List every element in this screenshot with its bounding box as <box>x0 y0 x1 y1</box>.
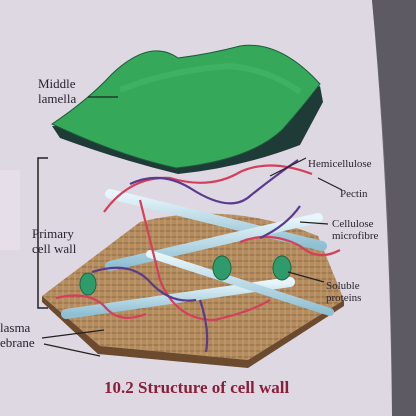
plasma-membrane-label: lasma ebrane <box>0 320 35 350</box>
primary-cell-wall-label-line1: Primary <box>32 226 74 241</box>
primary-cell-wall-label-line2: cell wall <box>32 241 77 256</box>
soluble-protein <box>212 255 232 281</box>
hemicellulose-strand <box>91 266 197 302</box>
soluble-proteins-label-line1: Soluble <box>326 280 360 292</box>
cellulose-microfibres <box>61 189 334 319</box>
page-gutter <box>372 0 416 416</box>
soluble-proteins-leader <box>287 271 325 283</box>
soluble-proteins <box>79 255 292 296</box>
cellulose-microfibre <box>105 189 327 251</box>
middle-lamella-shade <box>118 62 302 95</box>
middle-lamella-label-line2: lamella <box>38 91 77 106</box>
plasma-membrane-label-line2: ebrane <box>0 335 35 350</box>
middle-lamella-label-line1: Middle <box>38 76 76 91</box>
plasma-membrane-layer <box>42 213 344 360</box>
pectin-leader <box>317 177 343 191</box>
cellulose-microfibre-label: Cellulose microfibre <box>332 218 378 242</box>
pectin-strand <box>239 235 341 257</box>
page-highlight <box>0 170 20 250</box>
cellulose-label-line1: Cellulose <box>332 218 374 230</box>
primary-cell-wall-bracket <box>37 157 48 309</box>
pectin-strand <box>103 164 313 213</box>
plasma-membrane-leader-b <box>43 343 101 357</box>
middle-lamella <box>50 44 321 169</box>
cellulose-label-line2: microfibre <box>332 230 379 242</box>
middle-lamella-label: Middle lamella <box>38 76 76 106</box>
hemicellulose-strands <box>91 159 301 353</box>
pectin-strands <box>55 164 341 322</box>
cellulose-leader <box>299 221 329 225</box>
cellulose-microfibre <box>146 250 334 316</box>
cellulose-microfibre <box>105 213 323 271</box>
hemicellulose-strand <box>129 159 299 205</box>
hemicellulose-strand <box>259 205 301 239</box>
leader-lines <box>41 96 343 357</box>
soluble-proteins-label-line2: proteins <box>326 292 362 304</box>
hemicellulose-leader <box>269 157 307 177</box>
soluble-protein <box>79 272 97 296</box>
figure-caption: 10.2 Structure of cell wall <box>104 378 290 397</box>
pectin-label: Pectin <box>340 188 368 200</box>
plasma-membrane-label-line1: lasma <box>0 320 31 335</box>
plasma-membrane-leader-a <box>41 329 105 339</box>
hemicellulose-strand <box>198 299 209 353</box>
primary-cell-wall-label: Primary cell wall <box>32 226 76 256</box>
pectin-strand <box>55 294 147 319</box>
pectin-strand <box>138 199 271 322</box>
plasma-membrane-front-edge <box>42 296 344 368</box>
soluble-proteins-label: Soluble proteins <box>326 280 361 304</box>
hemicellulose-label: Hemicellulose <box>308 158 372 170</box>
soluble-protein <box>272 255 292 281</box>
